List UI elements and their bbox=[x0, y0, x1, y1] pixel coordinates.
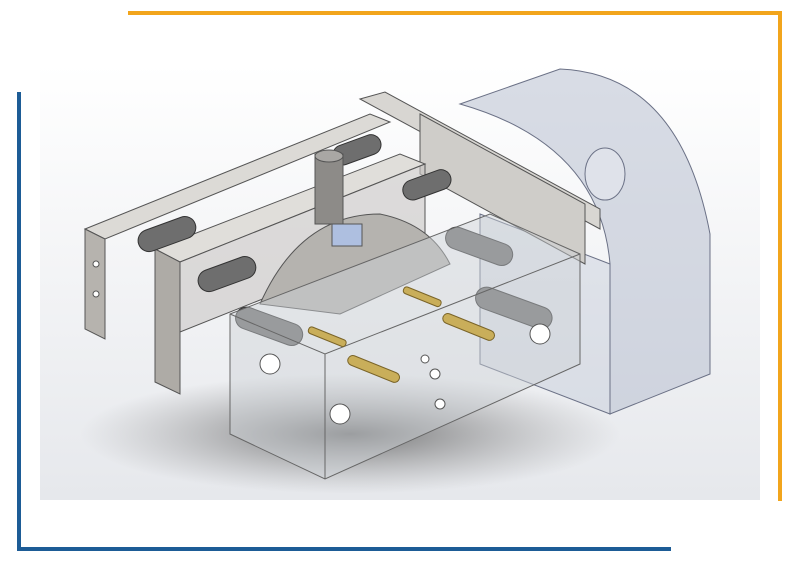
blue-frame-left bbox=[17, 92, 21, 551]
cad-render bbox=[40, 64, 760, 500]
blue-frame-bottom bbox=[17, 547, 671, 551]
orange-frame-top bbox=[128, 11, 782, 15]
bolt-holes bbox=[92, 260, 551, 425]
central-disk bbox=[259, 149, 451, 315]
guide-rods bbox=[137, 134, 553, 347]
back-plate bbox=[83, 91, 601, 340]
transparent-mold-block bbox=[229, 213, 581, 480]
orange-frame-right bbox=[778, 11, 782, 501]
floor-shadow bbox=[80, 374, 620, 494]
brass-rods bbox=[307, 286, 495, 383]
